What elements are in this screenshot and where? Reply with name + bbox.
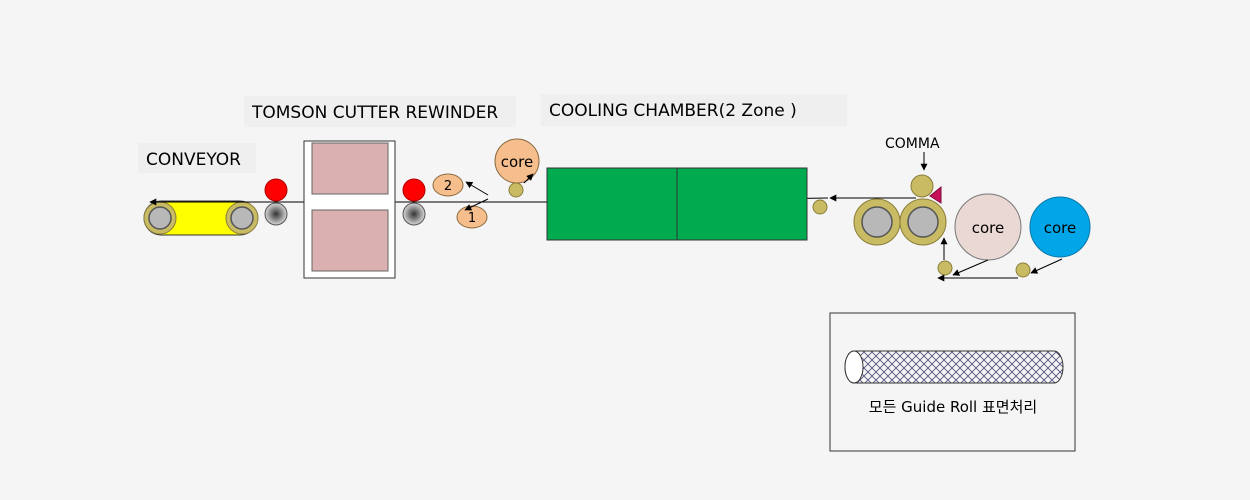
cooling-label: COOLING CHAMBER(2 Zone ) [549,101,797,121]
anvil-roll-right [402,202,426,226]
core-wind-arrow [523,173,534,184]
unwind-pink-arrow [952,259,989,276]
conveyor-label-bg [138,143,256,173]
rewinder-label-group: TOMSON CUTTER REWINDER [244,96,516,127]
applicator-roll-core [907,206,939,238]
guide-roll-chamber-entry [812,199,828,215]
anvil-roll-left [264,202,288,226]
guide-roll-legend-icon [844,350,1064,384]
conveyor-roller-right-core [230,206,254,230]
core-roll-upper-label: core [501,153,534,171]
comma-roll [910,174,934,198]
legend-box: 모든 Guide Roll 표면처리 [829,312,1076,452]
unwind-core-blue-label: core [1044,219,1077,237]
cutter-knife-right [402,178,426,202]
guide-roll-unwind-right [1015,262,1031,278]
path-option-2-label: 2 [444,179,452,194]
comma-label: COMMA [885,136,940,152]
conveyor-label: CONVEYOR [146,150,241,170]
path-option-2 [432,173,464,197]
cooling-label-group: COOLING CHAMBER(2 Zone ) [541,94,847,126]
conveyor [143,200,259,236]
guide-roll-legend-icon-end [844,350,864,384]
cutter-block-lower [311,209,389,272]
tomson-cutter-rewinder [303,140,396,279]
path-option-1-label: 1 [468,211,476,226]
rewinder-label: TOMSON CUTTER REWINDER [251,103,498,123]
unwind-blue-arrow [1030,258,1063,274]
guide-roll-chamber-exit [508,182,524,198]
path-2-arrow [465,181,489,196]
cooling-chamber [546,167,808,241]
cutter-knife-left [264,178,288,202]
comma-blade [929,185,942,204]
path-1-arrow [464,198,489,211]
cutter-block-upper [311,142,389,195]
guide-roll-unwind-left [937,260,953,276]
unwind-core-blue [1029,196,1091,258]
rewinder-label-bg [244,96,516,127]
backup-roll-left-core [861,206,893,238]
unwind-core-pink-label: core [972,219,1005,237]
conveyor-roller-left-core [148,206,172,230]
conveyor-label-group: CONVEYOR [138,143,256,173]
legend-caption: 모든 Guide Roll 표면처리 [869,398,1037,416]
cooling-label-bg [541,94,847,126]
